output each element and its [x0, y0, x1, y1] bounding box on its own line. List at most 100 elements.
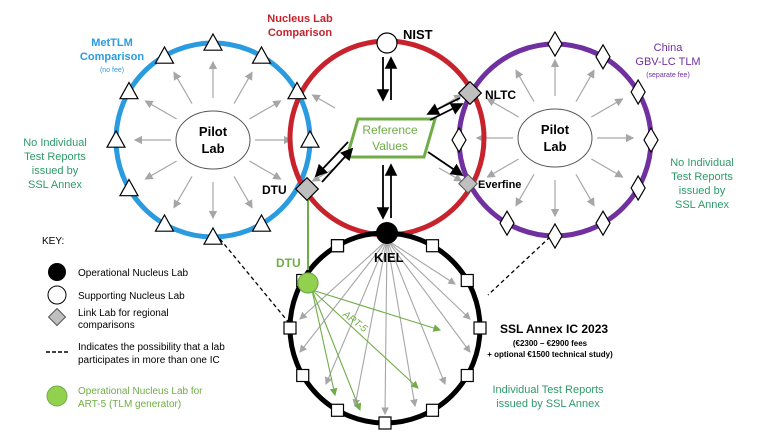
participant-square: [425, 239, 440, 253]
legend-symbol-operational-nucleus: [48, 263, 66, 281]
spoke-arrow: [249, 100, 282, 120]
everfine-node: [458, 173, 478, 194]
participant-square: [425, 403, 440, 417]
legend-label-art5-nucleus: Operational Nucleus Lab for: [78, 386, 203, 397]
spoke-arrow: [386, 239, 471, 320]
participant-triangle: [154, 45, 175, 64]
mettlm-title-2: Comparison: [80, 51, 144, 63]
reference-values-label: Reference: [362, 123, 418, 137]
participant-triangle: [202, 226, 224, 245]
participant-diamond: [499, 209, 515, 237]
spoke-arrow: [299, 239, 388, 320]
nucleus-black-arrows: [314, 56, 464, 220]
art5-spoke-arrow: [311, 289, 419, 389]
participant-diamond: [595, 209, 611, 237]
report-right-line-4: SSL Annex: [675, 199, 730, 211]
report-bottom-line-2: issued by SSL Annex: [496, 398, 600, 410]
mettlm-pilot-lab-label: Pilot: [199, 124, 228, 139]
report-note-right: No Individual Test Reports issued by SSL…: [670, 157, 734, 211]
spoke-arrow: [386, 239, 471, 353]
spoke-arrow: [352, 239, 388, 408]
participant-diamond: [451, 126, 467, 154]
dtu-green-label: DTU: [276, 256, 301, 270]
report-right-line-1: No Individual: [670, 157, 734, 169]
participant-square: [473, 321, 487, 335]
dtu-green-node: [297, 272, 319, 294]
mettlm-pilot-lab-label-2: Lab: [201, 141, 224, 156]
participant-triangle: [286, 81, 308, 100]
participant-diamond: [547, 30, 563, 58]
report-left-line-2: Test Reports: [24, 151, 86, 163]
legend-label-dashed-line-2: participates in more than one IC: [78, 355, 220, 366]
participant-triangle: [118, 81, 140, 100]
spoke-arrow: [386, 239, 418, 408]
art5-spoke-arrow: [311, 289, 362, 412]
nltc-node: [457, 80, 483, 106]
spoke-arrow: [325, 239, 388, 386]
ssl-annex-fee-note: (€2300 – €2900 fees: [513, 339, 588, 348]
legend-symbol-supporting-nucleus: [47, 285, 67, 305]
spoke-arrow: [515, 69, 535, 102]
spoke-arrow: [144, 160, 177, 180]
participant-diamond: [630, 78, 646, 106]
legend-title: KEY:: [42, 236, 64, 247]
kiel-label: KIEL: [374, 250, 404, 265]
participant-square: [330, 403, 345, 417]
dashed-connector-left: [219, 238, 291, 325]
participant-square: [283, 321, 297, 335]
reference-values-box: [345, 117, 437, 159]
mettlm-pilot-lab: [175, 110, 251, 170]
dtu-label: DTU: [262, 183, 287, 197]
ssl-participant-squares: [283, 239, 487, 430]
spoke-arrow: [173, 176, 193, 209]
spoke-arrow: [381, 239, 389, 416]
spoke-arrow: [515, 174, 535, 207]
spoke-arrow: [249, 160, 282, 180]
participant-triangle: [202, 32, 224, 51]
legend-symbol-link-lab: [47, 307, 67, 327]
report-left-line-1: No Individual: [23, 137, 87, 149]
legend-label-supporting-nucleus: Supporting Nucleus Lab: [78, 291, 185, 302]
china-fee-note: (separate fee): [646, 72, 690, 79]
participant-triangle: [118, 178, 140, 197]
art5-spoke-arrow: [311, 289, 338, 397]
spoke-arrow: [233, 71, 253, 104]
kiel-node: [376, 222, 398, 244]
spoke-arrow: [575, 69, 595, 102]
china-pilot-lab: [517, 108, 593, 168]
participant-square: [330, 239, 345, 253]
participant-triangle: [154, 213, 175, 232]
participant-triangle: [105, 129, 127, 148]
participant-triangle: [251, 45, 272, 64]
mettlm-participant-triangles: [105, 32, 321, 245]
legend-label-link-lab-2: comparisons: [78, 320, 135, 331]
report-note-left: No Individual Test Reports issued by SSL…: [23, 137, 87, 191]
art5-spoke-arrow: [311, 289, 442, 332]
participant-diamond: [595, 43, 611, 71]
china-pilot-lab-label-2: Lab: [543, 139, 566, 154]
report-right-line-2: Test Reports: [671, 171, 733, 183]
participant-diamond: [643, 126, 659, 154]
china-title: China: [654, 42, 684, 54]
participant-triangle: [299, 129, 321, 148]
mettlm-title: MetTLM: [91, 37, 133, 49]
spoke-arrow: [299, 239, 388, 353]
participant-square: [460, 273, 474, 288]
spoke-arrow: [311, 94, 336, 109]
spoke-arrow: [591, 98, 624, 118]
nist-label: NIST: [403, 27, 433, 42]
everfine-label: Everfine: [478, 179, 521, 191]
dashed-connector-right: [487, 236, 551, 296]
dtu-node: [294, 176, 320, 202]
participant-diamond: [630, 174, 646, 202]
art5-label: ART-5: [340, 308, 370, 335]
china-pilot-lab-label: Pilot: [541, 122, 570, 137]
china-title-2: GBV-LC TLM: [635, 56, 700, 68]
report-left-line-4: SSL Annex: [28, 179, 83, 191]
legend-label-art5-nucleus-2: ART-5 (TLM generator): [78, 399, 181, 410]
legend-symbol-art5-nucleus: [46, 385, 68, 407]
participant-triangle: [251, 213, 272, 232]
spoke-arrow: [144, 100, 177, 120]
legend-label-operational-nucleus: Operational Nucleus Lab: [78, 268, 189, 279]
